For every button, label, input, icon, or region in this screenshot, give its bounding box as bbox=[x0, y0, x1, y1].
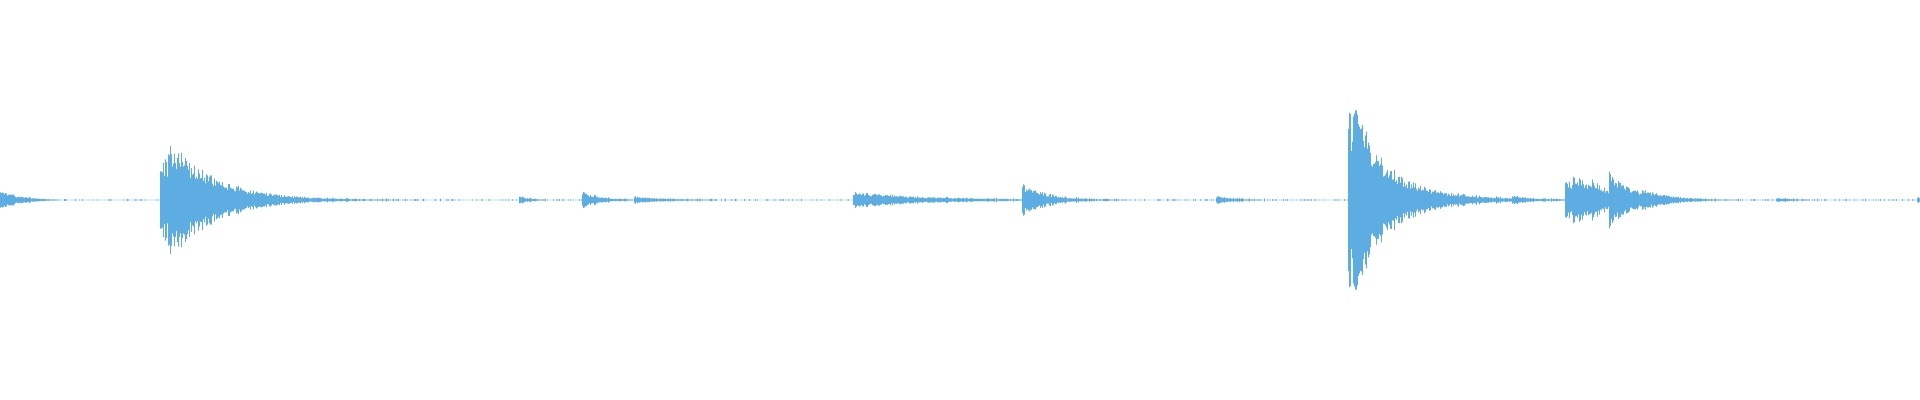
waveform-bars bbox=[0, 110, 1920, 290]
